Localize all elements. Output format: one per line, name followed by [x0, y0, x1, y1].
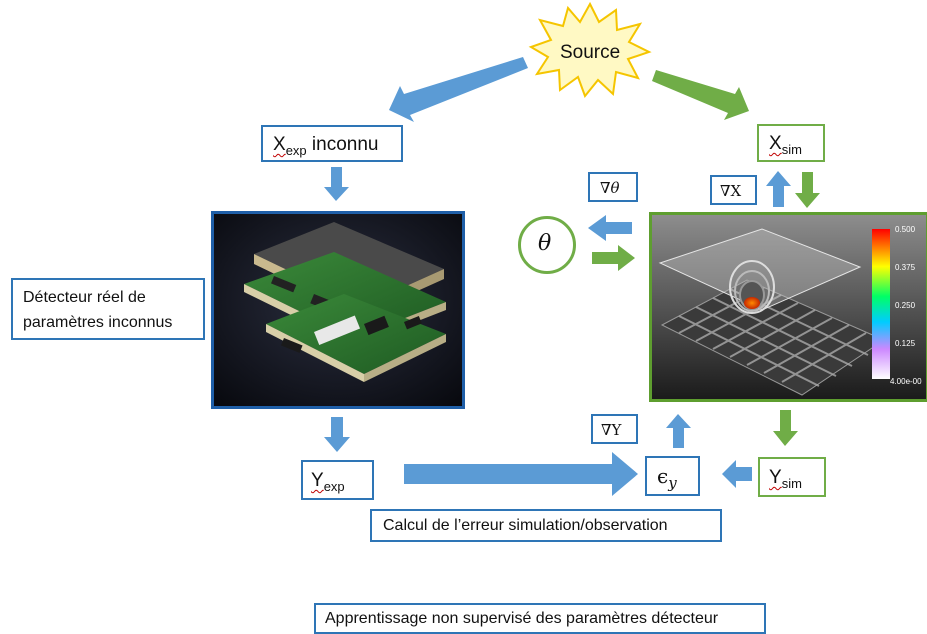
- simulation-illustration: [652, 215, 926, 399]
- arrow-grad-x-up: [766, 171, 791, 207]
- grad-theta-label: ∇θ: [600, 179, 620, 197]
- arrow-detector-to-yexp: [324, 417, 350, 452]
- grad-x-label: ∇X: [720, 182, 742, 200]
- arrow-yexp-to-epsilon: [404, 452, 638, 496]
- epsilon-label: ϵy: [657, 464, 677, 492]
- arrow-source-to-xsim: [652, 70, 749, 120]
- source-label: Source: [560, 42, 621, 63]
- x-exp-label: Xexp inconnu: [273, 134, 379, 158]
- source-starburst: [528, 2, 652, 98]
- detector-note-line2: paramètres inconnus: [23, 314, 173, 331]
- footer-caption-label: Apprentissage non supervisé des paramètr…: [325, 610, 719, 627]
- x-exp-box: Xexp inconnu: [261, 125, 403, 162]
- arrow-sim-to-ysim: [773, 410, 798, 446]
- grad-x-box: ∇X: [710, 175, 757, 205]
- detector-note-box: Détecteur réel de paramètres inconnus: [11, 278, 205, 340]
- colorbar-tick: 0.125: [895, 339, 916, 348]
- detector-board-illustration: [214, 214, 462, 406]
- simulation-render: 0.500 0.375 0.250 0.125 4.00e-00: [649, 212, 927, 402]
- arrow-xexp-to-detector: [324, 167, 349, 201]
- grad-theta-box: ∇θ: [588, 172, 638, 202]
- epsilon-box: ϵy: [645, 456, 700, 496]
- y-exp-box: Yexp: [301, 460, 374, 500]
- colorbar-tick: 4.00e-00: [890, 377, 922, 386]
- theta-circle: θ: [518, 216, 576, 274]
- x-sim-label: Xsim: [769, 133, 802, 157]
- arrow-xsim-down: [795, 172, 820, 208]
- arrow-ysim-to-epsilon: [722, 460, 752, 488]
- grad-y-label: ∇Y: [601, 421, 622, 439]
- colorbar-tick: 0.500: [895, 225, 916, 234]
- arrow-theta-right: [592, 245, 635, 271]
- y-sim-box: Ysim: [758, 457, 826, 497]
- y-sim-label: Ysim: [769, 467, 802, 491]
- detector-note-line1: Détecteur réel de: [23, 289, 146, 306]
- theta-label: θ: [538, 231, 552, 256]
- error-caption-box: Calcul de l’erreur simulation/observatio…: [370, 509, 722, 542]
- footer-caption-box: Apprentissage non supervisé des paramètr…: [314, 603, 766, 634]
- detector-photo: [211, 211, 465, 409]
- x-sim-box: Xsim: [757, 124, 825, 162]
- colorbar-tick: 0.250: [895, 301, 916, 310]
- arrow-source-to-xexp: [389, 57, 528, 122]
- grad-y-box: ∇Y: [591, 414, 638, 444]
- arrow-grad-theta-left: [588, 215, 632, 241]
- colorbar-tick: 0.375: [895, 263, 916, 272]
- arrow-epsilon-up: [666, 414, 691, 448]
- error-caption-label: Calcul de l’erreur simulation/observatio…: [383, 517, 668, 534]
- y-exp-label: Yexp: [311, 470, 345, 494]
